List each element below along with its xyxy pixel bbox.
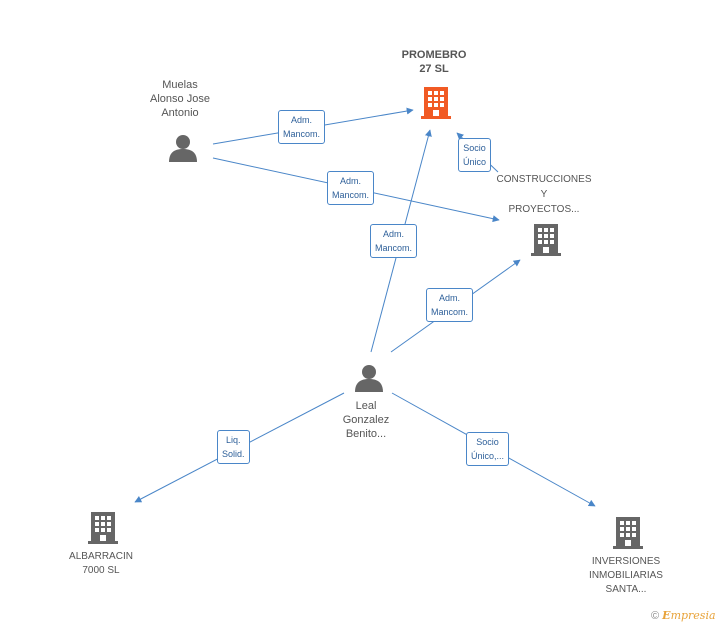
building-icon[interactable] [88, 510, 118, 544]
building-icon[interactable] [531, 222, 561, 256]
node-label-line: CONSTRUCCIONES [496, 174, 592, 185]
building-icon-highlighted[interactable] [421, 85, 451, 119]
edge-label-muelas-construcciones[interactable]: Adm. Mancom. [327, 171, 375, 205]
node-label-line: Gonzalez [342, 414, 390, 426]
footer-brand: © Empresia [651, 609, 716, 622]
node-label-leal[interactable]: Leal Gonzalez Benito... [316, 399, 416, 441]
edge-label-line: Mancom. [283, 129, 321, 139]
edge-label-leal-construcciones[interactable]: Adm. Mancom. [426, 288, 474, 322]
node-label-line: INMOBILIARIAS [589, 570, 663, 581]
brand-initial: E [662, 609, 671, 622]
edge-label-line: Mancom. [375, 243, 413, 253]
node-label-line: PROMEBRO [401, 49, 467, 61]
node-label-line: 27 SL [419, 63, 449, 75]
node-label-promebro[interactable]: PROMEBRO 27 SL [384, 48, 484, 76]
edge-label-line: Adm. [439, 293, 461, 303]
node-label-line: SANTA... [605, 584, 647, 595]
edge-label-line: Mancom. [332, 190, 370, 200]
node-label-line: Y [540, 189, 548, 200]
edge-label-line: Único,... [471, 451, 505, 461]
copyright-symbol: © [651, 610, 660, 622]
edge-label-line: Socio [463, 143, 486, 153]
node-label-line: PROYECTOS... [508, 204, 580, 215]
edge-label-leal-inversiones[interactable]: Socio Único,... [466, 432, 510, 466]
edge-label-line: Mancom. [431, 307, 469, 317]
building-icon[interactable] [613, 515, 643, 549]
node-label-line: Alonso Jose [150, 93, 210, 105]
brand-logo: Empresia [662, 609, 715, 622]
edge-label-line: Único [463, 157, 487, 167]
node-label-line: Leal [355, 400, 377, 412]
node-label-line: Benito... [345, 428, 387, 440]
edge-label-line: Solid. [222, 449, 245, 459]
edge-label-muelas-promebro[interactable]: Adm. Mancom. [278, 110, 326, 144]
node-label-line: ALBARRACIN [69, 551, 133, 562]
person-icon[interactable] [354, 364, 384, 392]
node-label-inversiones[interactable]: INVERSIONES INMOBILIARIAS SANTA... [570, 555, 682, 597]
node-label-line: Muelas [162, 79, 198, 91]
edge-label-construcciones-promebro[interactable]: Socio Único [458, 138, 492, 172]
node-label-muelas[interactable]: Muelas Alonso Jose Antonio [130, 78, 230, 120]
edge-label-line: Socio [476, 437, 499, 447]
person-icon[interactable] [168, 134, 198, 162]
node-label-line: 7000 SL [82, 565, 120, 576]
node-label-line: Antonio [161, 107, 199, 119]
edge-label-line: Liq. [226, 435, 241, 445]
edge-label-line: Adm. [291, 115, 313, 125]
node-label-albarracin[interactable]: ALBARRACIN 7000 SL [51, 550, 151, 578]
edge-label-leal-albarracin[interactable]: Liq. Solid. [217, 430, 250, 464]
edge-label-leal-promebro[interactable]: Adm. Mancom. [370, 224, 418, 258]
brand-name: mpresia [670, 609, 716, 622]
edge-label-line: Adm. [383, 229, 405, 239]
node-label-line: INVERSIONES [591, 556, 661, 567]
node-label-construcciones[interactable]: CONSTRUCCIONES Y PROYECTOS... [484, 172, 604, 217]
edge-label-line: Adm. [340, 176, 362, 186]
